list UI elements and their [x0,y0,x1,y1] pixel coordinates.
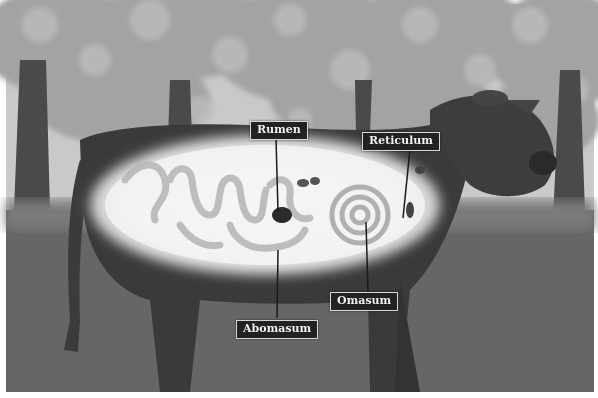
digestive-tract [90,135,440,275]
label-abomasum: Abomasum [236,320,318,339]
label-rumen: Rumen [250,121,308,140]
label-reticulum: Reticulum [362,132,440,151]
label-omasum: Omasum [330,292,398,311]
